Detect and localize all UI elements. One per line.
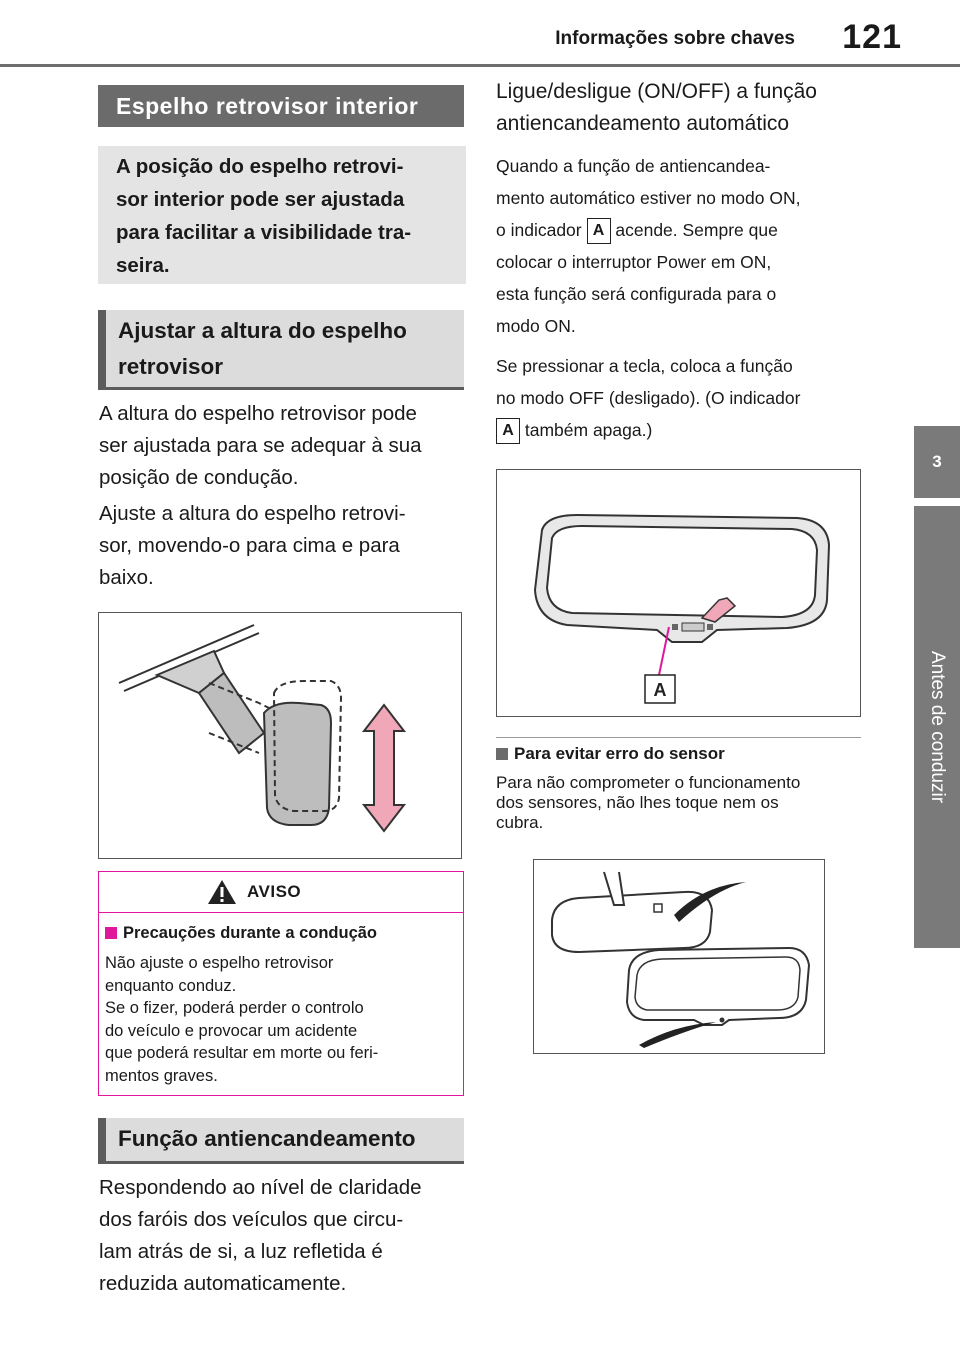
warning-subtitle: Precauções durante a condução: [105, 924, 377, 943]
figure-antiglare-mirror: A: [496, 469, 861, 717]
warning-title: AVISO: [247, 882, 302, 901]
warning-triangle-icon: [208, 880, 236, 904]
figure-label-a: A: [654, 680, 667, 700]
up-down-arrow-icon: [361, 703, 407, 833]
intro-box: A posição do espelho retrovi-sor interio…: [98, 146, 466, 284]
right-paragraph-off: Se pressionar a tecla, coloca a função n…: [496, 350, 876, 446]
chapter-tab-number: 3: [914, 426, 960, 498]
paragraph-adjust-2: Ajuste a altura do espelho retrovi-sor, …: [99, 502, 406, 589]
figure-sensor: [533, 859, 825, 1054]
warning-header: AVISO: [99, 872, 463, 913]
section-title-antiglare: Função antiencandeamento: [98, 1118, 464, 1164]
indicator-a-label: A: [586, 218, 611, 245]
note-title: Para evitar erro do sensor: [496, 744, 725, 764]
header-title: Informações sobre chaves: [555, 28, 795, 49]
warning-box: AVISO Precauções durante a condução Não …: [98, 871, 464, 1096]
section-title-mirror: Espelho retrovisor interior: [98, 85, 464, 127]
header-rule: [0, 64, 960, 67]
indicator-a-label-2: A: [496, 418, 520, 445]
chapter-tab-title: Antes de conduzir: [914, 506, 960, 948]
page-number: 121: [842, 18, 902, 56]
divider: [496, 737, 861, 738]
right-paragraph-on: Quando a função de antiencandea- mento a…: [496, 156, 801, 336]
figure-mirror-height: [98, 612, 462, 859]
